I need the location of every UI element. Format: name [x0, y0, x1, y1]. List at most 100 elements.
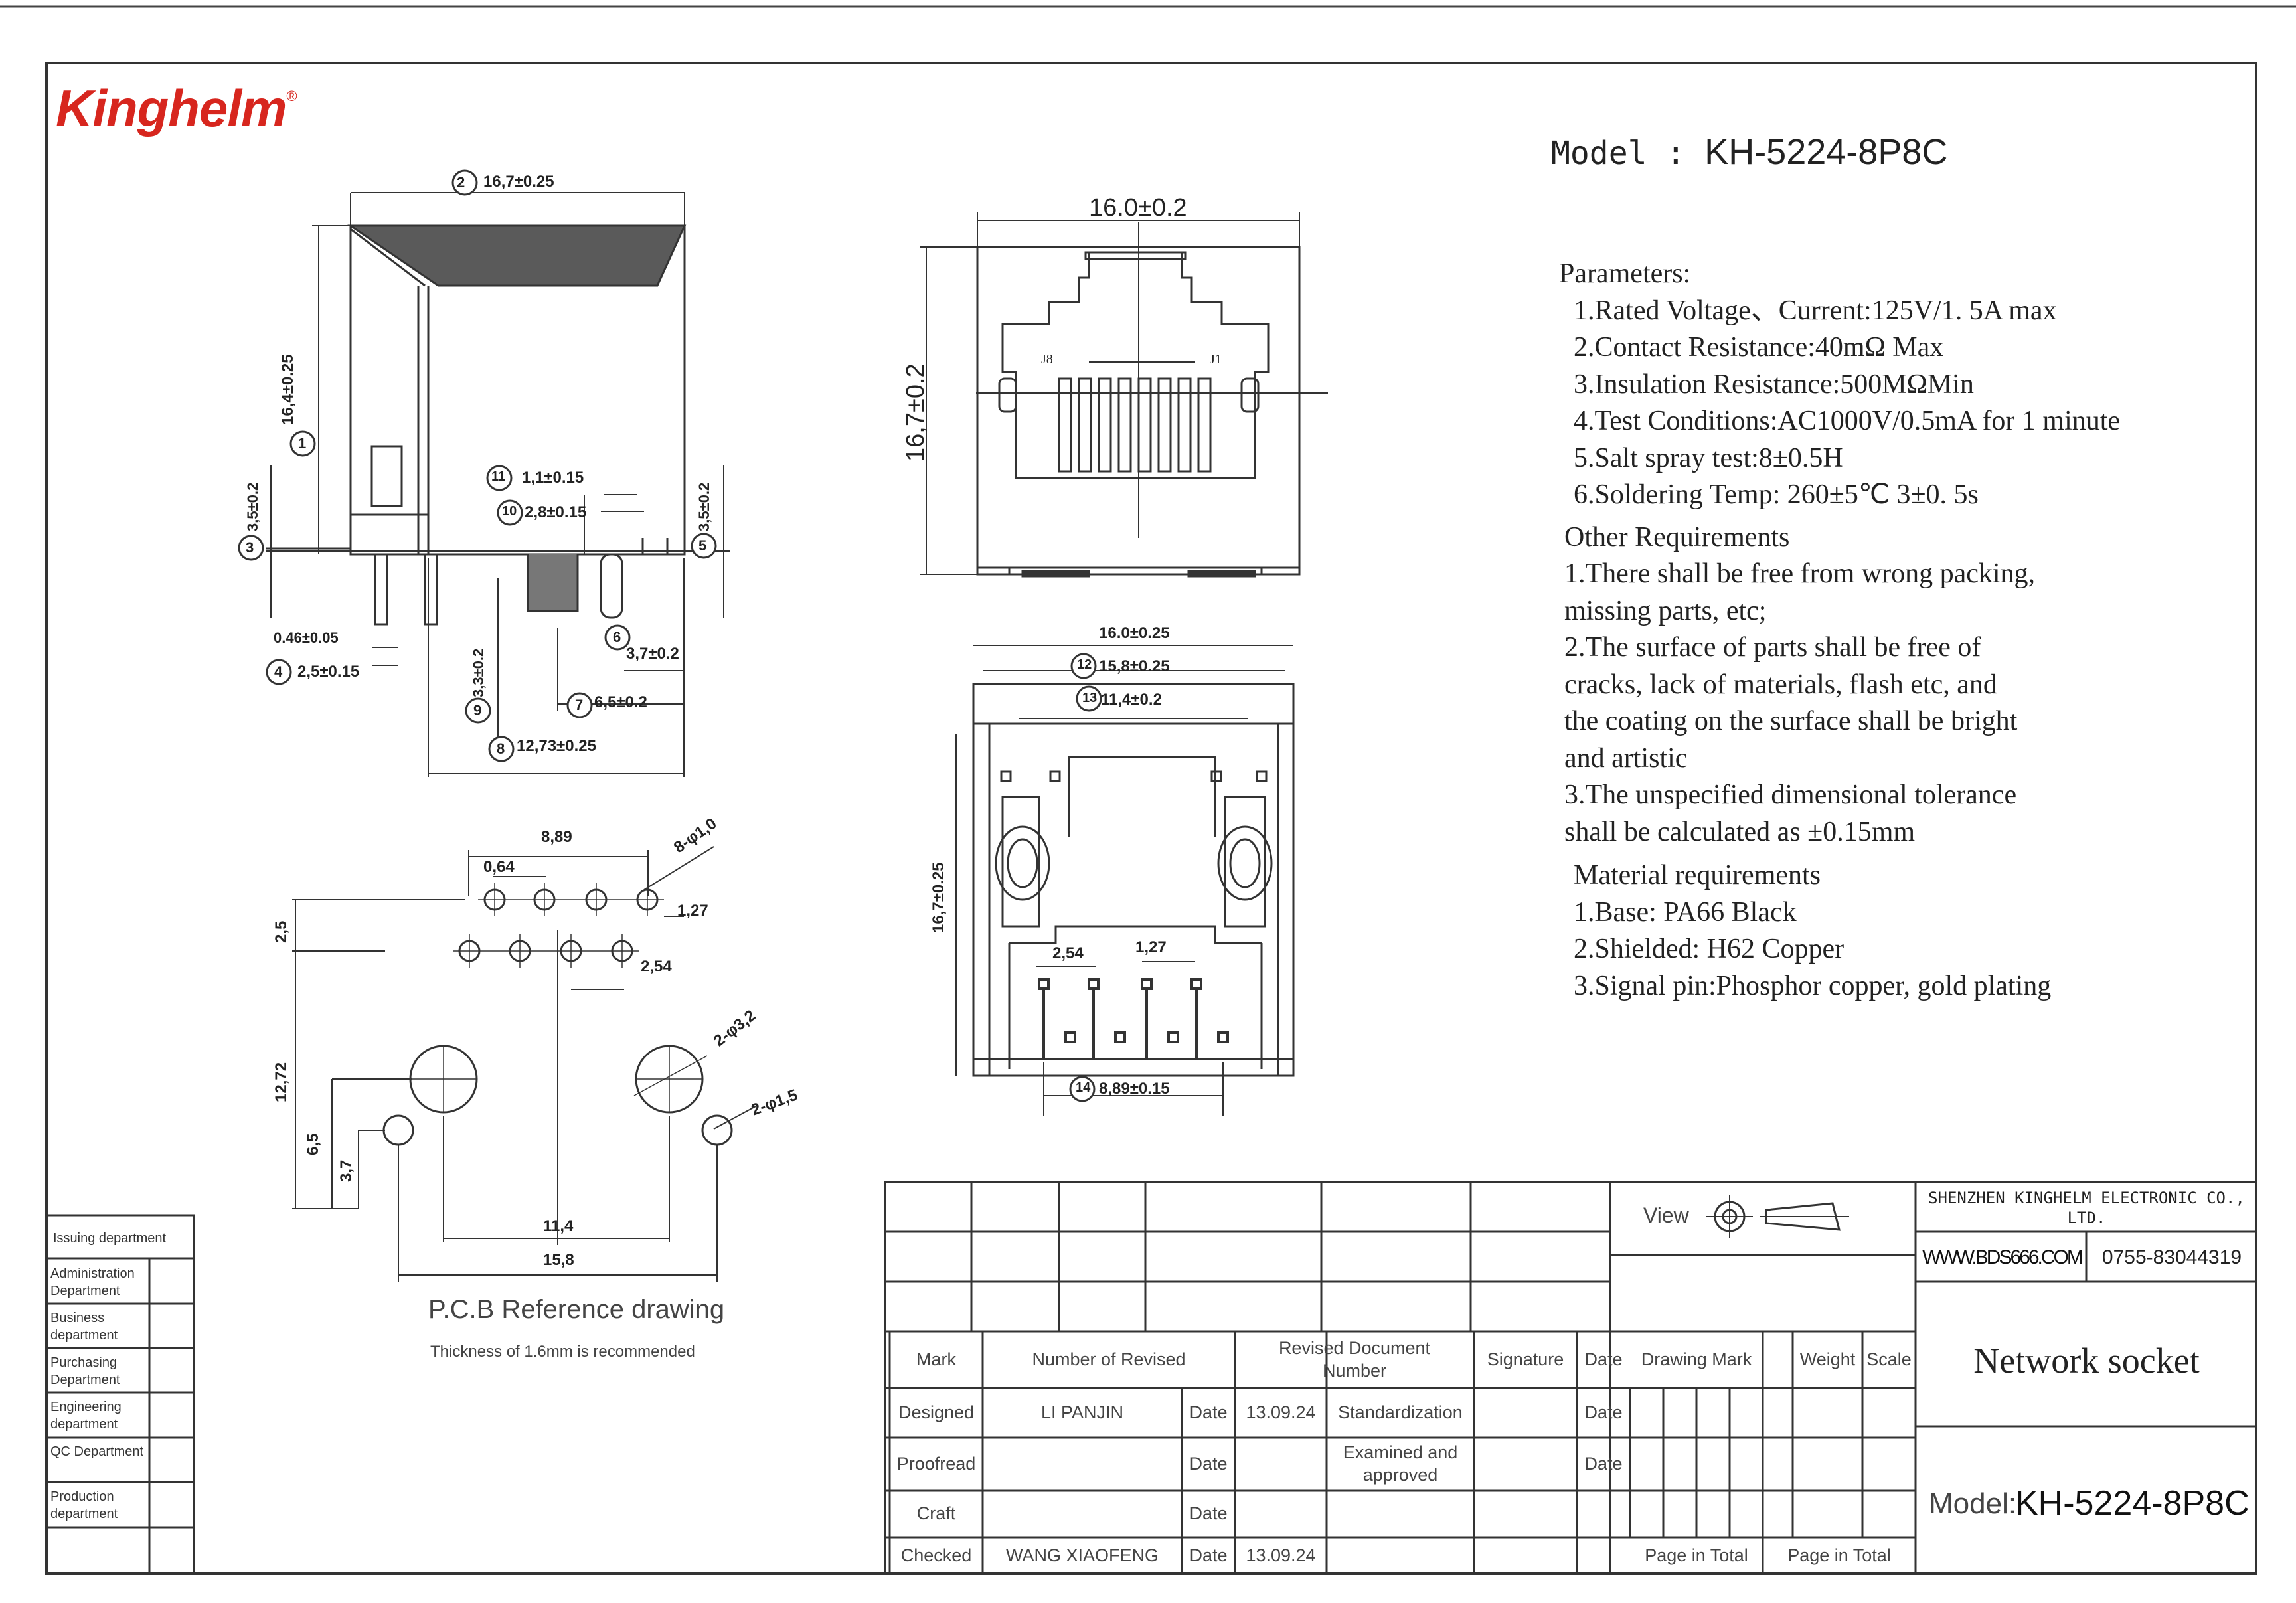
page-in-total-1: Page in Total [1645, 1545, 1748, 1565]
material-title: Material requirements [1574, 860, 1821, 890]
bottom-width-label: 16.0±0.25 [1099, 624, 1170, 642]
dim-12-label: 15,8±0.25 [1099, 657, 1170, 675]
parameter-1: 1.Rated Voltage、Current:125V/1. 5A max [1574, 295, 2057, 326]
dim-8-label: 12,73±0.25 [517, 737, 596, 755]
checked-date: 13.09.24 [1246, 1545, 1316, 1565]
pitch-127-label: 1,27 [1135, 938, 1167, 956]
other-line-5: the coating on the surface shall be brig… [1564, 706, 2018, 736]
dept-administration: Administration Department [50, 1266, 135, 1298]
dim-14-label: 8,89±0.15 [1099, 1080, 1170, 1098]
parameter-2: 2.Contact Resistance:40mΩ Max [1574, 332, 1944, 363]
dim-10-label: 2,8±0.15 [525, 503, 587, 521]
pcb-254-label: 2,54 [641, 958, 672, 975]
company-website: WWW.BDS666.COM [1922, 1246, 2084, 1269]
dept-purchasing: Purchasing Department [50, 1355, 120, 1387]
other-line-8: shall be calculated as ±0.15mm [1564, 816, 1916, 847]
dim-9-label: 3,3±0.2 [470, 648, 487, 697]
dept-production: Production department [50, 1489, 118, 1521]
pcb-65-label: 6,5 [304, 1133, 322, 1155]
callout-4: 4 [274, 663, 283, 680]
callout-5: 5 [698, 537, 707, 554]
pcb-layout-drawing [292, 846, 758, 1282]
other-line-3: 2.The surface of parts shall be free of [1564, 632, 1981, 663]
examined-label: Examined and approved [1343, 1442, 1458, 1485]
other-line-4: cracks, lack of materials, flash etc, an… [1564, 669, 1997, 700]
other-line-6: and artistic [1564, 742, 1688, 774]
standardization-date-label: Date [1584, 1402, 1623, 1422]
designed-date-label: Date [1189, 1402, 1228, 1422]
header-mark: Mark [916, 1349, 956, 1369]
designed-date: 13.09.24 [1246, 1402, 1316, 1422]
callout-3: 3 [246, 539, 254, 556]
specification-block: Parameters: 1.Rated Voltage、Current:125V… [1559, 256, 2120, 1005]
craft-date-label: Date [1189, 1503, 1228, 1524]
dept-engineering: Engineering department [50, 1400, 122, 1432]
dim-2-label: 16,7±0.25 [483, 173, 554, 191]
dim-3-label: 3,5±0.2 [244, 482, 261, 531]
material-1: 1.Base: PA66 Black [1574, 896, 1797, 928]
callout-9: 9 [473, 702, 482, 718]
callout-2: 2 [457, 174, 465, 191]
callout-10: 10 [502, 504, 517, 519]
callout-12: 12 [1077, 657, 1092, 672]
parameter-4: 4.Test Conditions:AC1000V/0.5mA for 1 mi… [1574, 406, 2121, 436]
callout-13: 13 [1082, 691, 1098, 705]
model-header: Model : KH-5224-8P8C [1551, 131, 1947, 173]
title-model-value: KH-5224-8P8C [2015, 1484, 2250, 1523]
callout-8: 8 [497, 740, 505, 757]
dim-5-label: 3,5±0.2 [696, 482, 712, 531]
callout-11: 11 [491, 469, 506, 484]
page-in-total-2: Page in Total [1787, 1545, 1891, 1565]
header-weight: Weight [1799, 1349, 1856, 1369]
pin-j8-label: J8 [1041, 352, 1053, 367]
callout-1: 1 [298, 435, 307, 452]
dim-7-label: 6,5±0.2 [594, 693, 647, 711]
header-scale: Scale [1866, 1349, 1912, 1369]
dim-13-label: 11,4±0.2 [1101, 691, 1162, 709]
title-model-label: Model: [1929, 1487, 2017, 1520]
designer-name: LI PANJIN [1040, 1402, 1124, 1422]
dim-6-label: 3,7±0.2 [626, 645, 679, 663]
callout-7: 7 [575, 697, 584, 713]
pcb-1272-label: 12,72 [272, 1062, 290, 1102]
header-signature: Signature [1487, 1349, 1564, 1369]
craft-label: Craft [916, 1503, 956, 1524]
pcb-114-label: 11,4 [543, 1217, 574, 1235]
parameters-title: Parameters: [1559, 258, 1691, 289]
side-view-drawing [266, 192, 730, 777]
front-height-label: 16,7±0.2 [902, 363, 930, 462]
header-drawing-mark: Drawing Mark [1641, 1349, 1752, 1369]
pin-j1-label: J1 [1210, 352, 1222, 367]
proofread-label: Proofread [896, 1454, 976, 1474]
dept-qc: QC Department [50, 1444, 144, 1459]
callout-6: 6 [613, 629, 621, 645]
checker-name: WANG XIAOFENG [1005, 1545, 1159, 1565]
pcb-25-label: 2,5 [272, 920, 290, 943]
front-width-label: 16.0±0.2 [1089, 194, 1187, 222]
other-line-1: 1.There shall be free from wrong packing… [1564, 558, 2036, 589]
header-date: Date [1584, 1349, 1623, 1369]
material-3: 3.Signal pin:Phosphor copper, gold plati… [1574, 970, 2052, 1001]
checked-label: Checked [900, 1545, 972, 1565]
model-header-label: Model : [1551, 135, 1705, 172]
pcb-127-label: 1,27 [677, 902, 708, 920]
pitch-254-label: 2,54 [1052, 944, 1084, 962]
header-revised-number: Number of Revised [1032, 1349, 1186, 1369]
designed-label: Designed [898, 1402, 975, 1422]
callout-14: 14 [1076, 1080, 1091, 1095]
dim-11-label: 1,1±0.15 [522, 469, 584, 487]
other-requirements-title: Other Requirements [1564, 521, 1790, 552]
pcb-37-label: 3,7 [337, 1159, 355, 1182]
callout-circles [238, 169, 1102, 1102]
view-label: View [1643, 1203, 1689, 1227]
dept-business: Business department [50, 1311, 118, 1343]
bottom-height-label: 16,7±0.25 [930, 862, 947, 933]
dim-4-label: 2,5±0.15 [297, 663, 360, 681]
other-line-2: missing parts, etc; [1564, 595, 1767, 626]
material-2: 2.Shielded: H62 Copper [1574, 934, 1845, 964]
company-name: SHENZHEN KINGHELM ELECTRONIC CO., LTD. [1928, 1189, 2245, 1227]
pcb-title: P.C.B Reference drawing [428, 1295, 725, 1324]
parameter-3: 3.Insulation Resistance:500MΩMin [1574, 369, 1974, 400]
other-line-7: 3.The unspecified dimensional tolerance [1564, 780, 2017, 810]
